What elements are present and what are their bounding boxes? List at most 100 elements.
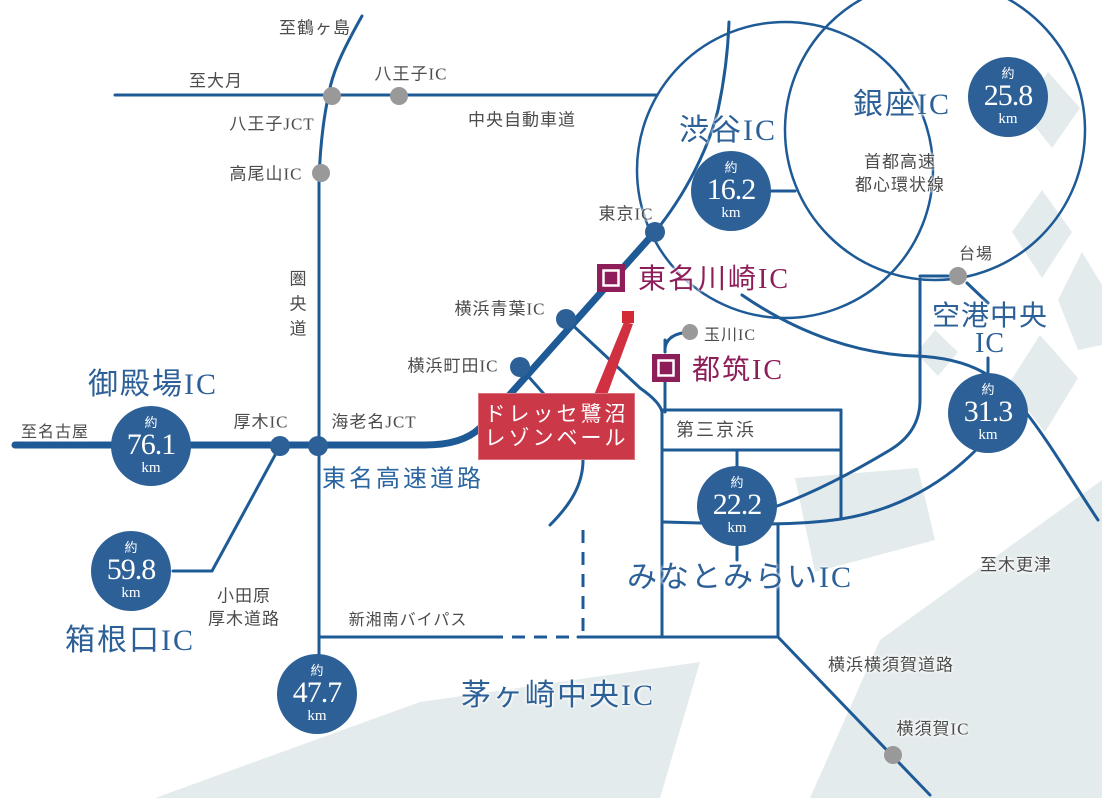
atsugi-ic-dot [270, 436, 290, 456]
badge-value: 47.7 [292, 675, 342, 709]
badge-value: 31.3 [963, 394, 1013, 428]
hachioji-jct-dot [323, 87, 341, 105]
label-shibuya-ic: 渋谷IC [679, 114, 777, 147]
badge-approx: 約 [1001, 65, 1015, 81]
badge-unit: km [121, 584, 141, 601]
property-name-line2: レゾンベール [484, 426, 629, 450]
distance-badge-gotemba: 約 76.1 km [111, 406, 191, 486]
distance-badge-hakoneguchi: 約 59.8 km [91, 531, 171, 611]
label-kuko-chuo-line2: IC [975, 328, 1005, 359]
badge-value: 59.8 [106, 552, 156, 586]
badge-unit: km [998, 110, 1018, 127]
takaosan-ic-dot [312, 164, 330, 182]
label-to-otsuki: 至大月 [189, 71, 243, 91]
label-atsugi-ic: 厚木IC [233, 412, 289, 432]
property-location-marker [622, 311, 634, 323]
label-kuko-chuo-line1: 空港中央 [931, 301, 1049, 332]
property-name-box: ドレッセ鷺沼 レゾンベール [478, 393, 635, 460]
label-to-kisarazu: 至木更津 [980, 555, 1052, 575]
badge-approx: 約 [724, 159, 738, 175]
badge-unit: km [307, 707, 327, 724]
land-shape-diamond-3 [1008, 335, 1078, 432]
property-leader-line [594, 322, 633, 395]
label-yokosuka-ic: 横須賀IC [896, 719, 970, 739]
label-hachioji-jct: 八王子JCT [229, 114, 315, 134]
label-tokyo-ic: 東京IC [598, 204, 654, 224]
tsuzuki-ic-marker [652, 354, 680, 382]
label-to-nagoya: 至名古屋 [20, 424, 90, 441]
label-tomei-kawasaki-ic: 東名川崎IC [638, 264, 791, 295]
label-kenodo: 圏央道 [286, 269, 306, 345]
label-yokohama-machida-ic: 横浜町田IC [407, 356, 499, 376]
label-chuo-expressway: 中央自動車道 [468, 110, 576, 130]
badge-approx: 約 [981, 381, 995, 397]
tokyo-ic-dot [645, 222, 665, 242]
badge-unit: km [721, 204, 741, 221]
road-daiba-spur [918, 274, 990, 305]
label-ginza-ic: 銀座IC [853, 88, 951, 121]
land-shape-diamond-4 [916, 330, 958, 376]
label-shuto-kosoku-line1: 首都高速 [864, 152, 936, 172]
shuto-inner-loop-circle [783, 0, 1087, 282]
road-odawara-atsugi [171, 444, 282, 573]
label-shin-shonan-bypass: 新湘南バイパス [348, 612, 468, 629]
yokohama-aoba-ic-dot [556, 309, 576, 329]
label-tamagawa-ic: 玉川IC [704, 327, 757, 344]
label-hakoneguchi-ic: 箱根口IC [65, 624, 195, 657]
distance-badge-minatomirai: 約 22.2 km [697, 466, 777, 546]
label-takaosan-ic: 高尾山IC [229, 164, 303, 184]
road-yokohama-yokosuka [776, 635, 932, 797]
label-chigasaki-chuo-ic: 茅ヶ崎中央IC [461, 679, 655, 712]
tamagawa-ic-dot [682, 324, 698, 340]
ebina-jct-dot [308, 436, 328, 456]
badge-unit: km [978, 426, 998, 443]
land-shapes [155, 72, 1102, 798]
land-shape-bay [795, 468, 935, 572]
badge-value: 22.2 [712, 487, 762, 521]
badge-unit: km [727, 519, 747, 536]
label-shuto-kosoku-line2: 都心環状線 [855, 175, 945, 195]
label-minatomirai-ic: みなとみらいIC [627, 561, 853, 594]
badge-approx: 約 [124, 539, 138, 555]
shibuya-loop-circle [635, 20, 935, 320]
badge-value: 76.1 [126, 427, 176, 461]
distance-badge-kuko-chuo: 約 31.3 km [948, 373, 1028, 453]
road-tomei-kawasaki-to-daisan [564, 317, 664, 639]
badge-value: 16.2 [706, 172, 756, 206]
label-tomei-expressway: 東名高速道路 [322, 466, 484, 493]
label-daiba: 台場 [958, 246, 994, 263]
land-shape-bottom-left [155, 662, 700, 798]
label-odawara-atsugi-line1: 小田原 [217, 586, 271, 606]
badge-approx: 約 [310, 662, 324, 678]
road-tamagawa-spur [663, 331, 684, 350]
daiba-dot [949, 267, 967, 285]
road-bayshore-arc [740, 293, 1100, 522]
badge-approx: 約 [144, 414, 158, 430]
distance-badge-shibuya: 約 16.2 km [691, 151, 771, 231]
hachioji-ic-dot [390, 87, 408, 105]
distance-badge-chigasaki: 約 47.7 km [277, 654, 357, 734]
label-to-tsurugashima: 至鶴ヶ島 [279, 18, 351, 38]
label-daisan-keihin: 第三京浜 [676, 420, 756, 440]
label-yokohama-yokosuka-road: 横浜横須賀道路 [828, 655, 954, 675]
label-gotemba-ic: 御殿場IC [88, 368, 218, 401]
land-shape-diamond-2 [1058, 252, 1102, 350]
label-odawara-atsugi-line2: 厚木道路 [208, 609, 280, 629]
label-ebina-jct: 海老名JCT [331, 412, 417, 432]
badge-approx: 約 [730, 474, 744, 490]
tomei-kawasaki-ic-marker [597, 264, 625, 292]
label-hachioji-ic: 八王子IC [374, 64, 448, 84]
label-tsuzuki-ic: 都筑IC [692, 355, 785, 386]
label-yokohama-aoba-ic: 横浜青葉IC [454, 299, 546, 319]
yokosuka-ic-dot [884, 746, 902, 764]
road-wangan-vertical [738, 277, 922, 520]
land-shape-bottom-right [810, 480, 1102, 798]
badge-unit: km [141, 459, 161, 476]
road-shuto-3-continuation [653, 20, 731, 234]
badge-value: 25.8 [983, 78, 1033, 112]
yokohama-machida-ic-dot [510, 357, 530, 377]
road-kenodo [317, 14, 364, 662]
distance-badge-ginza: 約 25.8 km [968, 57, 1048, 137]
